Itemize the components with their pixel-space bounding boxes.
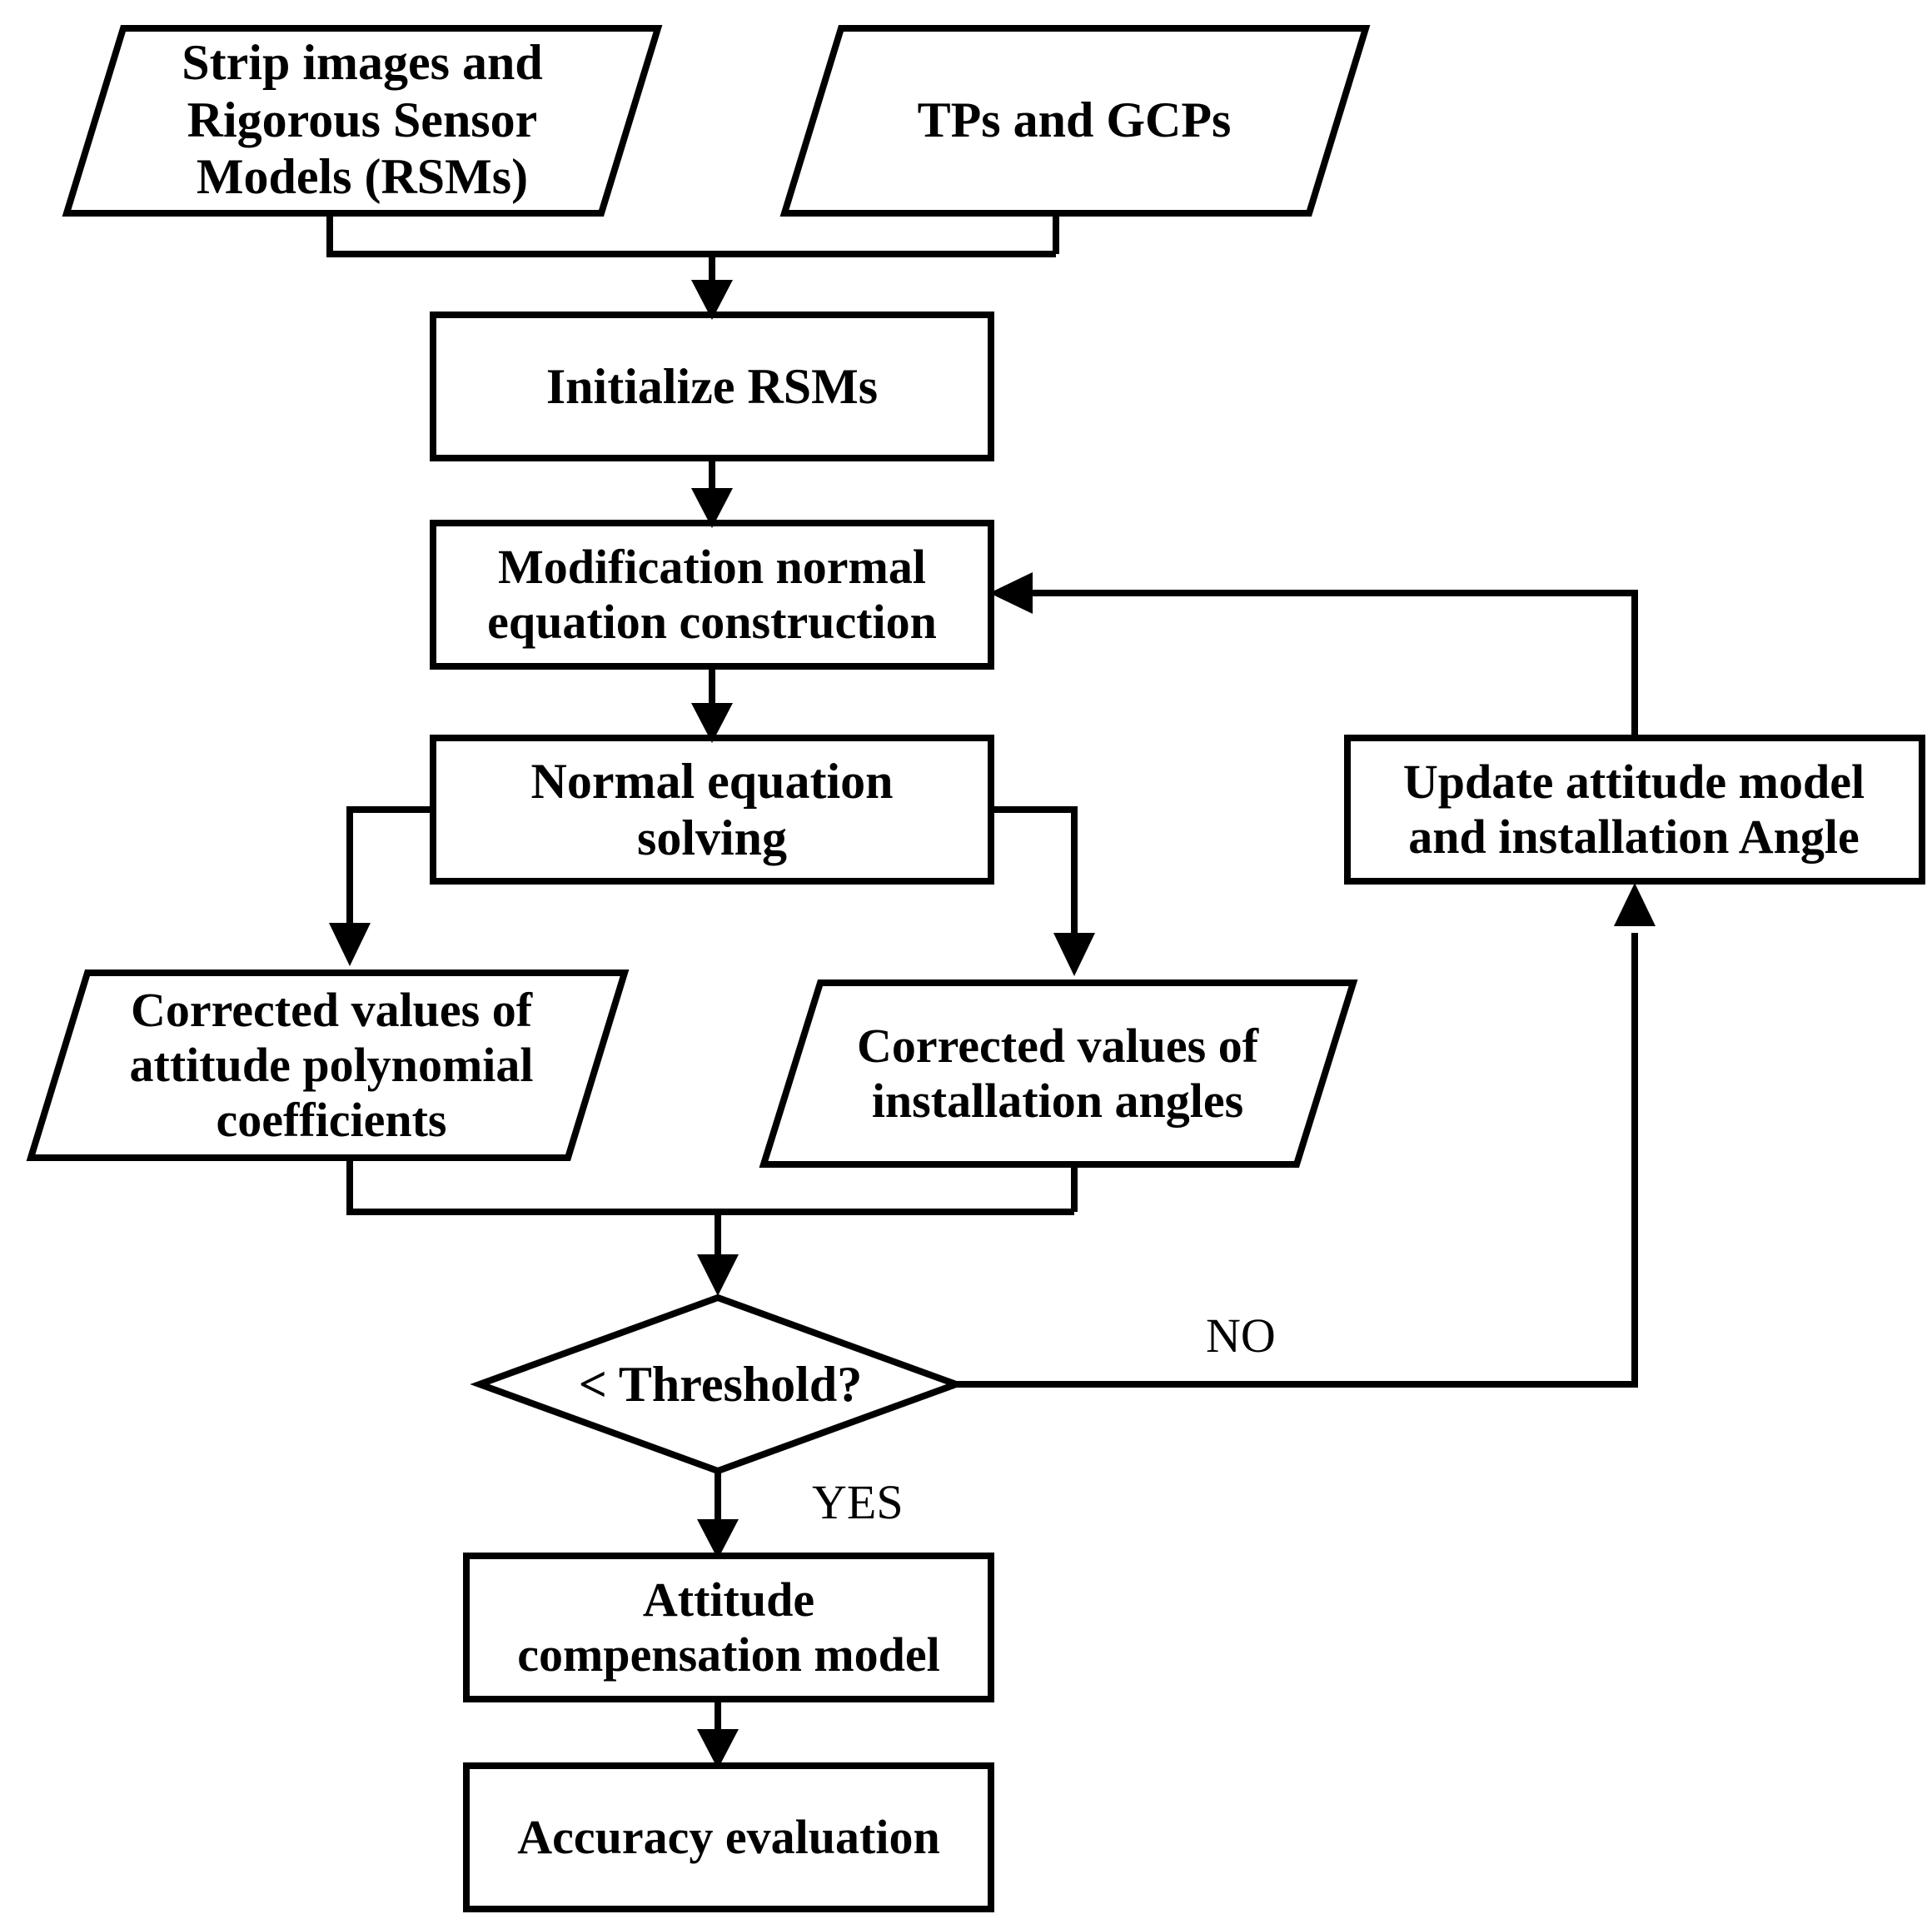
edge-solving-to-installation-angles <box>991 806 1078 951</box>
arrowhead-update-to-modification <box>989 572 1033 614</box>
arrowhead-decision-yes-to-attitude-model <box>697 1519 739 1559</box>
node-shape-threshold-decision <box>470 1293 966 1475</box>
edge-attitude-poly-to-merge <box>346 1158 1074 1215</box>
node-shape-tps-gcps <box>779 25 1371 217</box>
arrowhead-merge-to-decision <box>697 1254 739 1296</box>
edge-label-yes: YES <box>812 1475 904 1529</box>
node-shape-corrected-attitude-poly <box>26 969 630 1161</box>
arrowhead-solving-to-attitude-poly <box>329 923 371 966</box>
arrowhead-initialize-to-modification <box>691 488 733 528</box>
arrowhead-merge-to-initialize <box>691 280 733 320</box>
edge-update-to-modification <box>1024 590 1638 738</box>
edge-decision-no-to-update <box>956 933 1638 1388</box>
node-shape-attitude-compensation-model <box>463 1553 994 1702</box>
edge-strip-images-to-merge <box>326 213 1056 257</box>
node-shape-update-attitude-model <box>1344 735 1925 885</box>
node-shape-accuracy-evaluation <box>463 1762 994 1912</box>
arrowhead-attitude-model-to-accuracy <box>697 1729 739 1769</box>
arrowhead-solving-to-installation-angles <box>1053 933 1095 976</box>
node-shape-corrected-installation-angles <box>759 979 1358 1168</box>
node-shape-strip-images <box>62 25 663 217</box>
arrowhead-modification-to-solving <box>691 703 733 743</box>
node-shape-modification-normal-equation <box>430 520 994 670</box>
node-shape-initialize-rsms <box>430 312 994 461</box>
arrowhead-decision-no-to-update <box>1614 883 1656 926</box>
node-shape-normal-equation-solving <box>430 735 994 885</box>
edge-solving-to-attitude-poly <box>346 806 433 941</box>
edge-label-no: NO <box>1206 1308 1276 1363</box>
